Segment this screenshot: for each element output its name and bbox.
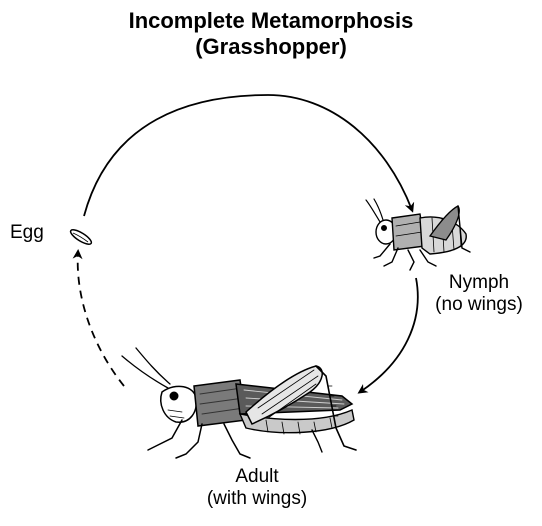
title-line-1: Incomplete Metamorphosis — [128, 8, 414, 33]
nymph-label-block: Nymph (no wings) — [426, 272, 532, 316]
arrow-adult-to-egg — [72, 249, 125, 387]
adult-label: Adult — [235, 466, 279, 487]
adult-grasshopper-illustration — [121, 347, 357, 459]
diagram-title: Incomplete Metamorphosis (Grasshopper) — [0, 8, 542, 60]
egg-label: Egg — [10, 222, 44, 243]
adult-sublabel: (with wings) — [206, 488, 308, 509]
nymph-sublabel: (no wings) — [435, 294, 523, 315]
arrow-egg-to-nymph — [83, 94, 415, 217]
arrow-nymph-to-adult — [357, 277, 419, 394]
title-line-2: (Grasshopper) — [195, 34, 347, 59]
adult-label-block: Adult (with wings) — [182, 466, 332, 510]
egg-illustration — [69, 229, 93, 245]
nymph-grasshopper-illustration — [365, 198, 471, 271]
nymph-label: Nymph — [448, 272, 510, 293]
